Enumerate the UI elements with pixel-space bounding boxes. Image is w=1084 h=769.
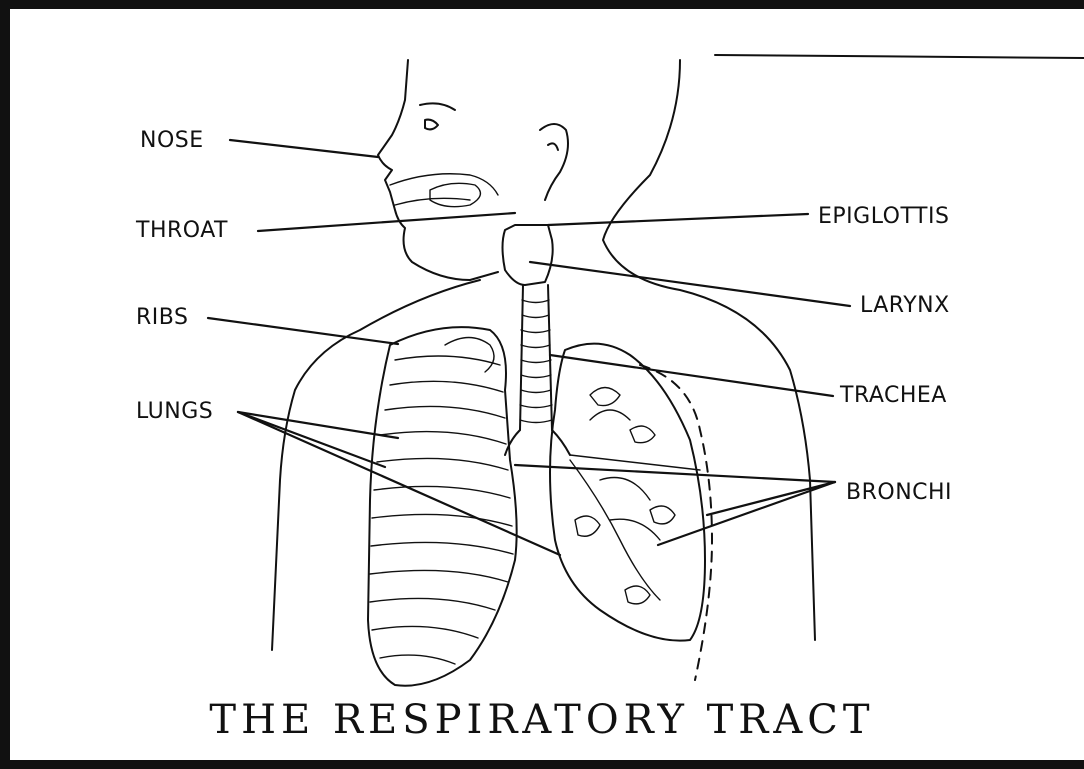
label-ribs: RIBS [136, 307, 188, 329]
top-rule [715, 55, 1084, 58]
label-throat: THROAT [136, 220, 228, 242]
label-epiglottis: EPIGLOTTIS [818, 206, 949, 228]
right-lung [550, 344, 705, 641]
label-trachea: TRACHEA [840, 385, 947, 407]
label-bronchi: BRONCHI [846, 482, 952, 504]
trachea-larynx [503, 225, 571, 455]
label-nose: NOSE [140, 130, 204, 152]
diagram-title: THE RESPIRATORY TRACT [0, 700, 1084, 740]
rib-cage [368, 327, 517, 686]
label-larynx: LARYNX [860, 295, 950, 317]
label-lungs: LUNGS [136, 401, 213, 423]
body-outline [272, 60, 815, 650]
